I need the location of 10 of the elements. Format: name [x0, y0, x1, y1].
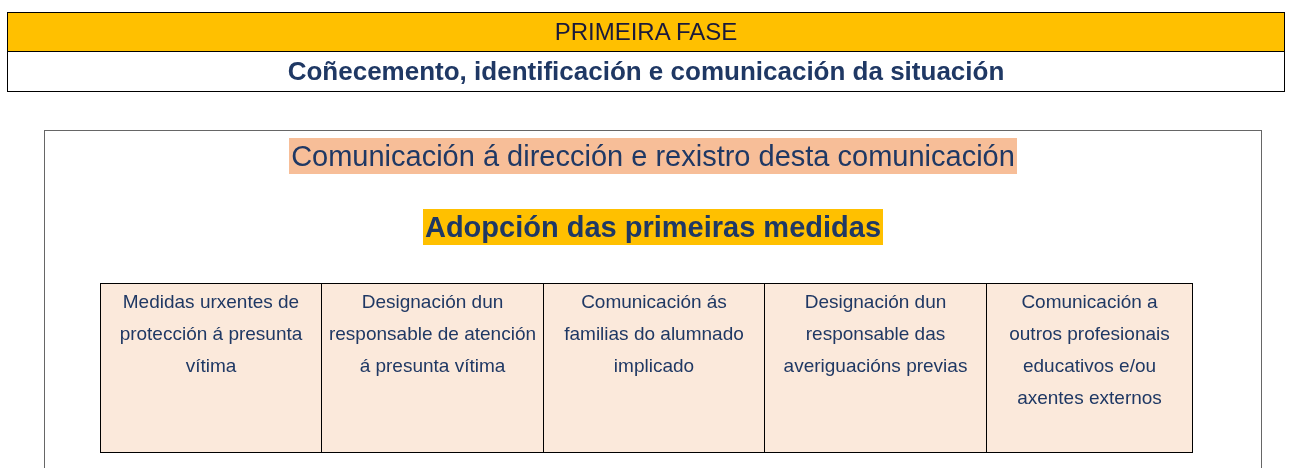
phase-title-band: Coñecemento, identificación e comunicación da situación [7, 51, 1285, 92]
measure-cell: Designación dun responsable das averiguacións previas [764, 283, 987, 453]
phase-content-box [44, 130, 1262, 468]
measure-cell: Designación dun responsable de atención á presunta vítima [321, 283, 544, 453]
measure-cell: Comunicación ás familias do alumnado implicado [543, 283, 765, 453]
phase-header-band: PRIMEIRA FASE [7, 12, 1285, 52]
measure-cell: Medidas urxentes de protección á presunta vítima [100, 283, 322, 453]
highlighted-heading: Comunicación á dirección e rexistro desta comunicación [289, 138, 1017, 174]
highlighted-subheading: Adopción das primeiras medidas [422, 209, 884, 245]
measure-cell: Comunicación a outros profesionais educativos e/ou axentes externos [986, 283, 1193, 453]
